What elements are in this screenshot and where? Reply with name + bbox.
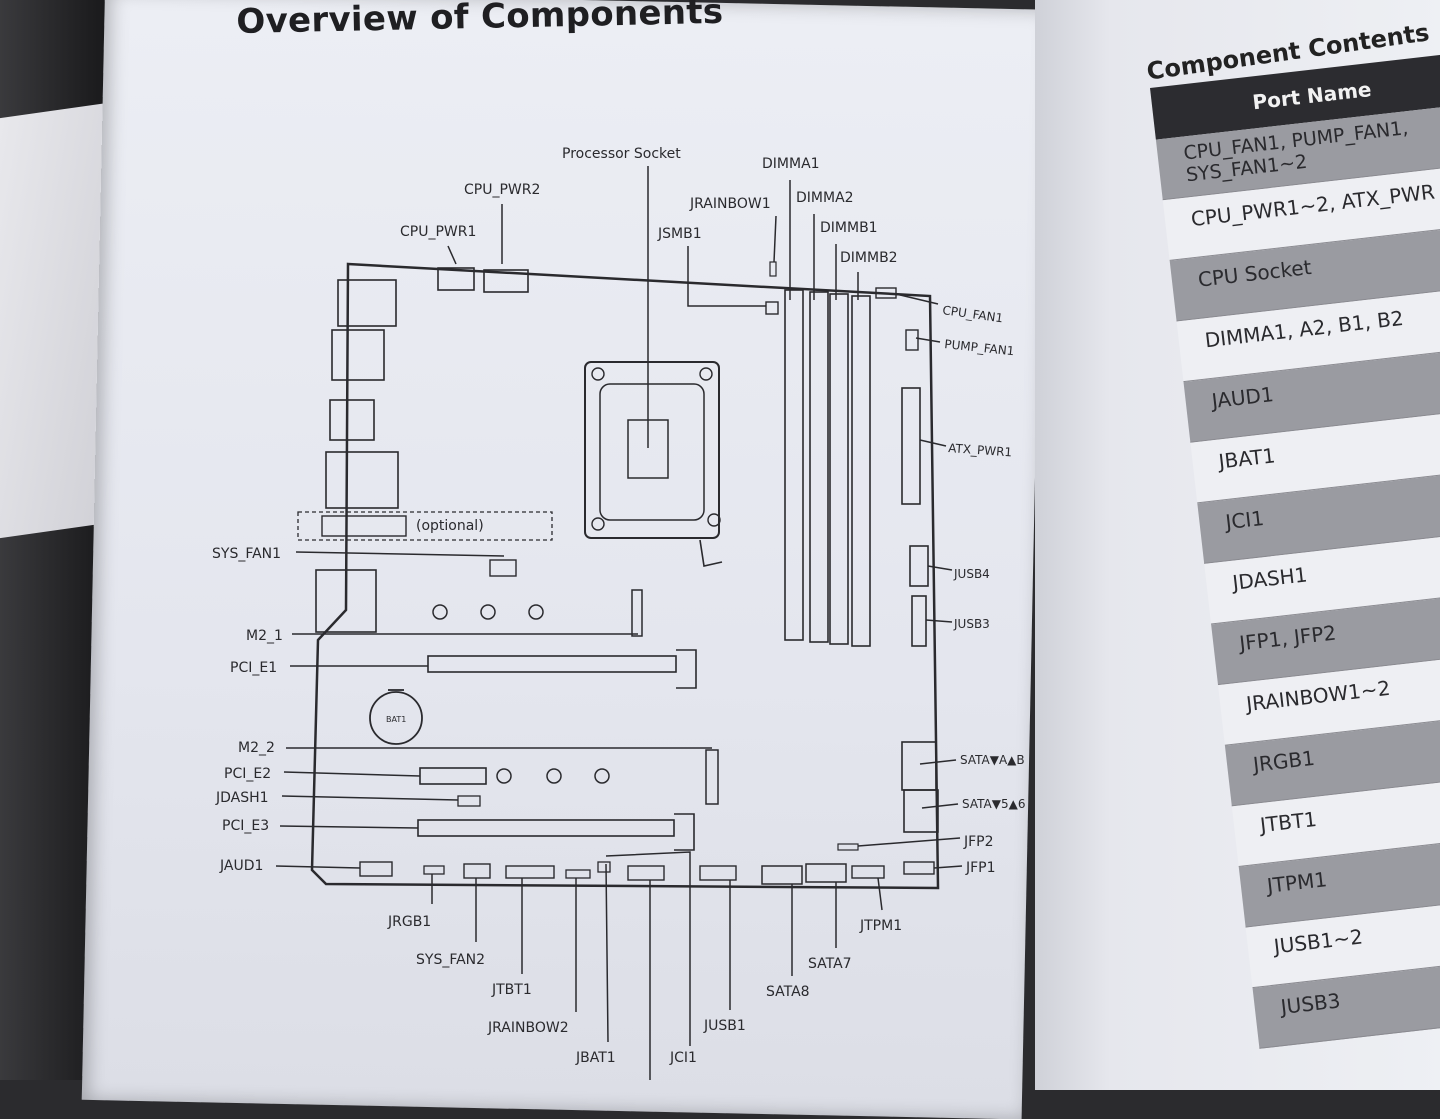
label-dimma2: DIMMA2 — [796, 190, 854, 206]
dimm-slot-b1 — [829, 293, 849, 645]
pci-e3-slot — [417, 819, 675, 837]
jaud1-header — [359, 861, 393, 877]
jtpm1-header — [851, 865, 885, 879]
io-block — [315, 569, 377, 633]
io-block — [329, 399, 375, 441]
dimm-slot-a1 — [784, 289, 804, 641]
jtbt1-header — [505, 865, 555, 879]
table-cell: JRGB1 — [1251, 745, 1316, 777]
io-block — [337, 279, 397, 327]
socket-inner — [599, 383, 705, 521]
label-cpu-fan1: CPU_FAN1 — [942, 303, 1004, 325]
label-sys-fan1: SYS_FAN1 — [212, 546, 281, 562]
atx-pwr1-connector — [901, 387, 921, 505]
label-cpu-pwr1: CPU_PWR1 — [400, 224, 476, 240]
sys-fan2-header — [463, 863, 491, 879]
label-optional: (optional) — [416, 518, 484, 534]
table-cell: JFP1, JFP2 — [1238, 620, 1338, 656]
table-cell: JCI1 — [1224, 505, 1266, 535]
label-jfp2: JFP2 — [963, 834, 994, 850]
dimm-slot-b2 — [851, 295, 871, 647]
motherboard-diagram: Processor Socket CPU_PWR2 CPU_PWR1 DIMMA… — [0, 0, 1040, 1080]
pump-fan1-header — [905, 329, 919, 351]
label-jrgb1: JRGB1 — [387, 914, 431, 930]
pci-e2-slot — [419, 767, 487, 785]
label-bat1: BAT1 — [386, 715, 406, 724]
optional-area — [297, 511, 553, 541]
label-jtpm1: JTPM1 — [859, 918, 902, 934]
jrgb1-header — [423, 865, 445, 875]
sata-ab-connector — [901, 741, 937, 791]
table-cell: JRAINBOW1~2 — [1245, 675, 1392, 716]
m2-1-slot — [631, 589, 643, 637]
label-jrainbow1: JRAINBOW1 — [689, 196, 771, 212]
jusb3-header — [911, 595, 927, 647]
jusb1-header — [699, 865, 737, 881]
processor-socket — [584, 361, 720, 539]
sys-fan1-header — [489, 559, 517, 577]
label-m2-1: M2_1 — [246, 628, 283, 644]
jrainbow2-header — [565, 869, 591, 879]
sata-56-connector — [903, 789, 939, 833]
cpu-pwr1-connector — [437, 267, 475, 291]
label-dimma1: DIMMA1 — [762, 156, 820, 172]
sata8-connector — [761, 865, 803, 885]
table-cell: JBAT1 — [1217, 443, 1277, 474]
label-processor-socket: Processor Socket — [562, 146, 681, 162]
label-m2-2: M2_2 — [238, 740, 275, 756]
table-cell: CPU Socket — [1196, 254, 1313, 292]
board-outline — [310, 262, 940, 890]
label-jsmb1: JSMB1 — [657, 226, 702, 242]
label-atx-pwr1: ATX_PWR1 — [948, 441, 1013, 459]
label-jdash1: JDASH1 — [215, 790, 269, 806]
jci1-header — [627, 865, 665, 881]
label-jtbt1: JTBT1 — [491, 982, 532, 998]
cpu-pwr2-connector — [483, 269, 529, 293]
table-cell: JTBT1 — [1258, 806, 1318, 838]
jsmb1-header — [765, 301, 779, 315]
bat1-battery — [369, 691, 423, 745]
label-dimmb2: DIMMB2 — [840, 250, 898, 266]
label-jaud1: JAUD1 — [219, 858, 263, 874]
label-sata-56: SATA▼5▲6 — [962, 797, 1025, 811]
sata7-connector — [805, 863, 847, 883]
label-pci-e3: PCI_E3 — [222, 818, 269, 834]
table-cell: JTPM1 — [1265, 867, 1329, 898]
table-cell: JDASH1 — [1231, 562, 1309, 595]
cpu-fan1-header — [875, 287, 897, 299]
label-sata8: SATA8 — [766, 984, 810, 1000]
label-pci-e2: PCI_E2 — [224, 766, 271, 782]
label-dimmb1: DIMMB1 — [820, 220, 878, 236]
label-jbat1: JBAT1 — [575, 1050, 616, 1066]
label-sata-ab: SATA▼A▲B — [960, 753, 1025, 767]
table-cell: JUSB3 — [1279, 988, 1342, 1020]
jdash1-header — [457, 795, 481, 807]
jfp2-header — [837, 843, 859, 851]
label-pci-e1: PCI_E1 — [230, 660, 277, 676]
label-jusb1: JUSB1 — [703, 1018, 746, 1034]
table-cell: JAUD1 — [1210, 382, 1275, 413]
label-jci1: JCI1 — [669, 1050, 697, 1066]
label-jusb4: JUSB4 — [953, 567, 990, 581]
jbat1-header — [597, 861, 611, 873]
jrainbow1-header — [769, 261, 777, 277]
label-cpu-pwr2: CPU_PWR2 — [464, 182, 540, 198]
label-sata7: SATA7 — [808, 956, 852, 972]
dimm-slot-a2 — [809, 291, 829, 643]
table-cell: JUSB1~2 — [1272, 924, 1364, 959]
jusb4-header — [909, 545, 929, 587]
io-block — [325, 451, 399, 509]
label-sys-fan2: SYS_FAN2 — [416, 952, 485, 968]
jfp1-header — [903, 861, 935, 875]
label-jrainbow2: JRAINBOW2 — [487, 1020, 569, 1036]
label-jusb3: JUSB3 — [953, 617, 990, 631]
m2-2-slot — [705, 749, 719, 805]
label-jfp1: JFP1 — [965, 860, 996, 876]
pci-e1-slot — [427, 655, 677, 673]
optional-slot — [321, 515, 407, 537]
io-block — [331, 329, 385, 381]
label-pump-fan1: PUMP_FAN1 — [944, 337, 1015, 358]
